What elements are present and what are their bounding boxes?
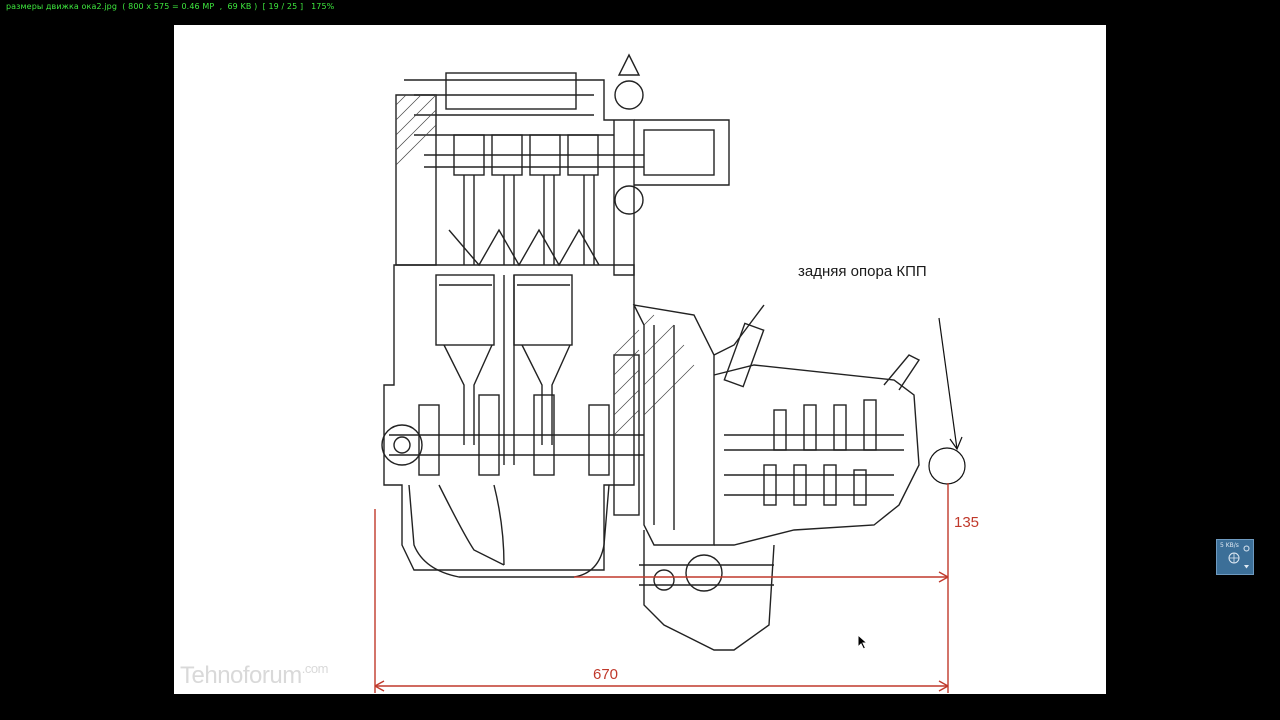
- mouse-pointer-icon: [857, 634, 869, 650]
- height-dimension-label: 135: [954, 514, 980, 531]
- network-speed-text: 5 KB/s: [1220, 542, 1239, 549]
- image-canvas[interactable]: задняя опора КПП 135 670 Tehnoforum.com: [174, 25, 1106, 694]
- chevron-down-icon[interactable]: [1243, 563, 1250, 570]
- watermark-logo: Tehnoforum.com: [180, 661, 328, 690]
- network-globe-icon: [1228, 552, 1240, 564]
- network-speed-widget[interactable]: 5 KB/s: [1216, 539, 1254, 575]
- length-dimension-label: 670: [593, 666, 619, 683]
- engine-cross-section-drawing: [374, 53, 966, 693]
- refresh-icon[interactable]: [1243, 545, 1250, 552]
- rear-gearbox-mount-label: задняя опора КПП: [798, 263, 927, 280]
- watermark-main: Tehnoforum: [180, 662, 302, 689]
- watermark-suffix: .com: [301, 661, 329, 676]
- viewer-status-bar: размеры движка ока2.jpg ( 800 x 575 = 0.…: [6, 2, 335, 11]
